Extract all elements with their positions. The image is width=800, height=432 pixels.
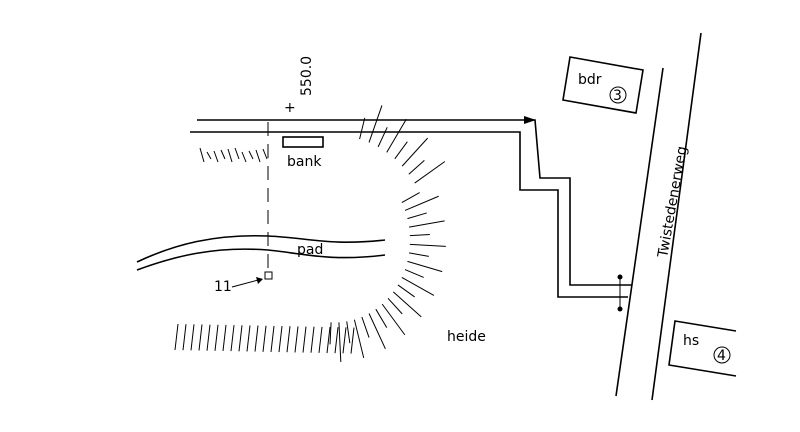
hachure — [206, 324, 211, 351]
hachure — [387, 297, 403, 315]
hachure — [220, 149, 226, 160]
hachure — [199, 147, 205, 163]
hachure — [326, 326, 331, 354]
house-bdr: bdr 3 — [562, 56, 644, 114]
hachure — [408, 160, 425, 175]
street-twistedenerweg — [615, 32, 702, 401]
hachure — [377, 127, 388, 148]
hachure — [407, 212, 427, 220]
hachure — [318, 326, 323, 353]
arrow-icon — [256, 277, 263, 284]
hachure — [246, 325, 251, 352]
hachure — [361, 316, 370, 338]
hachure — [397, 284, 415, 298]
hachure — [368, 105, 383, 143]
hachure — [386, 118, 407, 153]
hachure — [368, 313, 386, 350]
hachure — [238, 325, 243, 352]
heath-label: heide — [447, 329, 486, 345]
hachure — [214, 324, 219, 351]
hachure — [394, 141, 408, 160]
hachure — [227, 148, 233, 163]
hachure — [270, 325, 275, 352]
gate-marker — [617, 274, 623, 312]
hachure — [338, 322, 342, 362]
hachure — [278, 326, 283, 353]
hachure — [342, 327, 347, 354]
hachure — [350, 327, 355, 354]
hachure — [409, 234, 430, 237]
hachure — [353, 319, 365, 359]
hachure — [346, 321, 351, 344]
hachure — [213, 150, 219, 163]
hachure — [381, 303, 406, 336]
hachure — [407, 260, 443, 273]
hachure — [248, 150, 254, 160]
hachure — [302, 326, 307, 353]
house-a-number: 3 — [613, 88, 622, 104]
hachure — [286, 326, 291, 353]
bench-label: bank — [287, 154, 322, 170]
hachure — [310, 326, 315, 353]
hachure — [241, 151, 247, 163]
hachure — [222, 324, 227, 352]
hachure — [174, 323, 179, 351]
hachure — [190, 324, 195, 351]
hachure — [234, 147, 240, 160]
access-road — [190, 116, 632, 298]
hachure — [262, 148, 268, 160]
hachure — [206, 151, 212, 160]
hachure — [334, 327, 339, 354]
hachure — [401, 192, 420, 203]
hachure — [294, 326, 299, 353]
elevation-marker: + — [284, 100, 296, 116]
footpath — [136, 234, 386, 271]
point-id-label: 11 — [214, 279, 232, 295]
house-hs: hs 4 — [668, 320, 737, 377]
path-label: pad — [297, 242, 323, 258]
house-b-label: hs — [683, 333, 699, 349]
arrow-icon — [524, 116, 536, 124]
hachure — [404, 269, 424, 278]
hachure — [198, 324, 203, 351]
hachure — [408, 220, 445, 228]
street-label: Twistedenerweg — [655, 145, 690, 260]
elevation-label: 550.0 — [299, 56, 315, 96]
hachure — [255, 149, 261, 163]
hachure — [182, 324, 187, 351]
hachure — [401, 277, 435, 296]
hachure — [359, 117, 366, 140]
hachure — [404, 195, 439, 211]
hachure — [414, 161, 446, 184]
survey-point — [264, 271, 273, 280]
hachure — [408, 252, 429, 257]
hachure — [230, 325, 235, 352]
house-b-number: 4 — [717, 348, 726, 364]
hachure — [409, 243, 446, 247]
hachure — [329, 322, 332, 345]
slope-hachures — [174, 105, 446, 362]
bench-symbol — [282, 136, 324, 148]
hachure — [392, 291, 422, 318]
house-a-label: bdr — [578, 72, 602, 88]
hachure — [254, 325, 259, 352]
hachure — [401, 137, 429, 167]
hachure — [262, 325, 267, 352]
hachure — [375, 308, 388, 328]
